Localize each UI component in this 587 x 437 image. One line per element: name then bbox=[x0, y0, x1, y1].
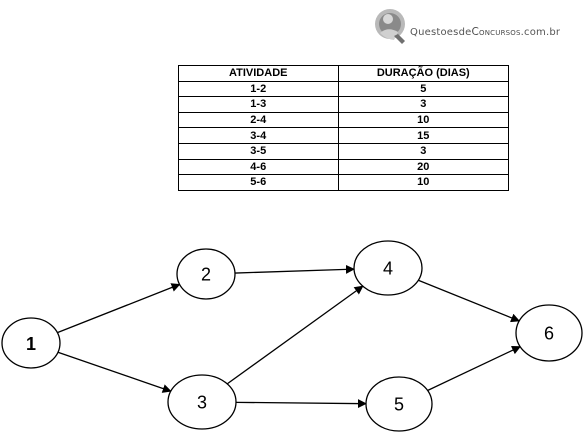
header-duration: DURAÇÃO (DIAS) bbox=[337, 65, 510, 82]
header-activity: ATIVIDADE bbox=[178, 65, 339, 82]
duration-cell: 10 bbox=[337, 174, 510, 191]
activity-table: ATIVIDADE DURAÇÃO (DIAS) 1-2 5 1-3 3 2-4… bbox=[178, 65, 510, 191]
node-label: 1 bbox=[26, 334, 36, 354]
activity-cell: 5-6 bbox=[178, 174, 339, 191]
node-label: 3 bbox=[197, 392, 207, 412]
node-5: 5 bbox=[365, 376, 433, 432]
node-6: 6 bbox=[515, 304, 583, 362]
edge-arrow-3-5 bbox=[235, 399, 367, 409]
node-label: 5 bbox=[394, 394, 404, 414]
node-circle bbox=[1, 317, 61, 369]
watermark-caps: Concursos bbox=[471, 26, 521, 38]
node-1: 1 bbox=[1, 317, 61, 369]
watermark-text: QuestoesdeConcursos.com.br bbox=[410, 26, 560, 38]
edge-arrow-3-4 bbox=[226, 285, 364, 385]
node-circle bbox=[515, 304, 583, 362]
activity-cell: 4-6 bbox=[178, 158, 339, 176]
node-circle bbox=[176, 248, 236, 300]
node-4: 4 bbox=[353, 240, 423, 296]
watermark: QuestoesdeConcursos.com.br bbox=[372, 6, 582, 50]
node-3: 3 bbox=[167, 374, 237, 430]
node-label: 2 bbox=[201, 264, 211, 284]
node-label: 4 bbox=[383, 258, 393, 278]
edge-arrow-5-6 bbox=[427, 346, 521, 392]
node-circle bbox=[353, 240, 423, 296]
node-circle bbox=[167, 374, 237, 430]
table-row: 5-6 10 bbox=[178, 174, 510, 191]
table-row: 4-6 20 bbox=[178, 158, 510, 176]
node-2: 2 bbox=[176, 248, 236, 300]
watermark-suffix: .com.br bbox=[520, 27, 561, 38]
duration-cell: 15 bbox=[337, 127, 510, 144]
site-logo-icon bbox=[375, 9, 405, 44]
node-label: 6 bbox=[544, 323, 554, 343]
edge-arrow-2-4 bbox=[234, 264, 355, 274]
node-circle bbox=[365, 376, 433, 432]
edge-arrow-1-2 bbox=[57, 283, 181, 334]
edge-arrow-4-6 bbox=[418, 279, 521, 323]
table-row: 2-4 10 bbox=[178, 111, 510, 129]
watermark-prefix: Questoesde bbox=[410, 27, 472, 38]
table-row: 3-5 3 bbox=[178, 142, 510, 160]
table-header-row: ATIVIDADE DURAÇÃO (DIAS) bbox=[178, 65, 510, 82]
edge-arrow-1-3 bbox=[57, 351, 172, 393]
